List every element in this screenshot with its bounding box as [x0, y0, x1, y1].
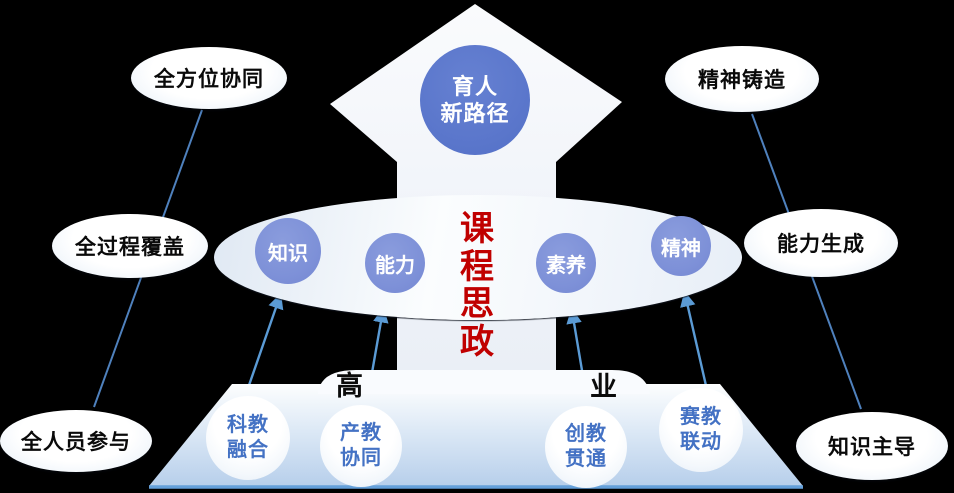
ring-circle-suyang: 素养 — [536, 233, 596, 293]
ring-circle-label: 素养 — [546, 254, 586, 277]
vertical-title-char: 政 — [460, 322, 494, 361]
base-circle-chuangjiao-guantong: 创教 贯通 — [545, 406, 627, 488]
base-platform — [149, 384, 803, 486]
base-circle-line2: 融合 — [227, 439, 269, 461]
base-circle-line2: 联动 — [680, 431, 722, 453]
background-partial-text-left: 高 — [336, 370, 363, 401]
node-label: 精神铸造 — [698, 69, 786, 92]
node-label: 全方位协同 — [154, 68, 264, 91]
base-circle-line1: 产教 — [340, 422, 382, 444]
base-circle-line1: 科教 — [227, 414, 269, 436]
vertical-title-char: 课 — [460, 210, 494, 248]
goal-circle-line1: 育人 — [451, 74, 498, 99]
node-quanfangwei-xietong: 全方位协同 — [131, 47, 287, 109]
background-partial-text-right: 业 — [590, 372, 617, 402]
base-circle-line1: 创教 — [565, 423, 607, 445]
ring-circle-label: 知识 — [268, 242, 308, 265]
node-label: 全人员参与 — [21, 431, 131, 454]
node-label: 能力生成 — [777, 233, 865, 256]
goal-circle-line2: 新路径 — [440, 101, 510, 126]
base-circle-line1: 赛教 — [680, 406, 722, 428]
base-circle-line2: 贯通 — [565, 448, 607, 470]
ring-circle-label: 能力 — [375, 254, 415, 277]
arrow-keji-to-zhishi — [245, 293, 284, 392]
vertical-title-char: 思 — [460, 285, 494, 323]
platform-top-band — [318, 370, 650, 394]
node-jingshen-zhuzao: 精神铸造 — [665, 46, 819, 112]
node-zhishi-zhudao: 知识主导 — [796, 412, 948, 480]
node-nengli-shengcheng: 能力生成 — [744, 209, 898, 277]
base-circle-chanjiao-xietong: 产教 协同 — [320, 405, 402, 487]
node-label: 全过程覆盖 — [75, 236, 185, 259]
arrow-saijiao-to-jingshen — [680, 290, 709, 391]
vertical-title-char: 程 — [460, 247, 494, 286]
node-label: 知识主导 — [828, 436, 916, 459]
base-circle-saijiao-liandong: 赛教 联动 — [659, 388, 743, 472]
ring-circle-nengli: 能力 — [365, 233, 425, 293]
base-circle-keji-ronghe: 科教 融合 — [206, 396, 290, 480]
node-quanrenyuan-canyu: 全人员参与 — [0, 410, 152, 472]
vertical-title-kecheng-sizheng: 课 程 思 政 — [458, 210, 496, 361]
ring-circle-jingshen: 精神 — [651, 216, 711, 276]
goal-circle-yuren-xinlujing: 育人 新路径 — [420, 45, 530, 155]
node-quanguocheng-fugai: 全过程覆盖 — [52, 214, 208, 278]
ring-circle-zhishi: 知识 — [255, 218, 321, 284]
ring-circle-label: 精神 — [661, 237, 701, 260]
base-circle-line2: 协同 — [340, 447, 382, 469]
